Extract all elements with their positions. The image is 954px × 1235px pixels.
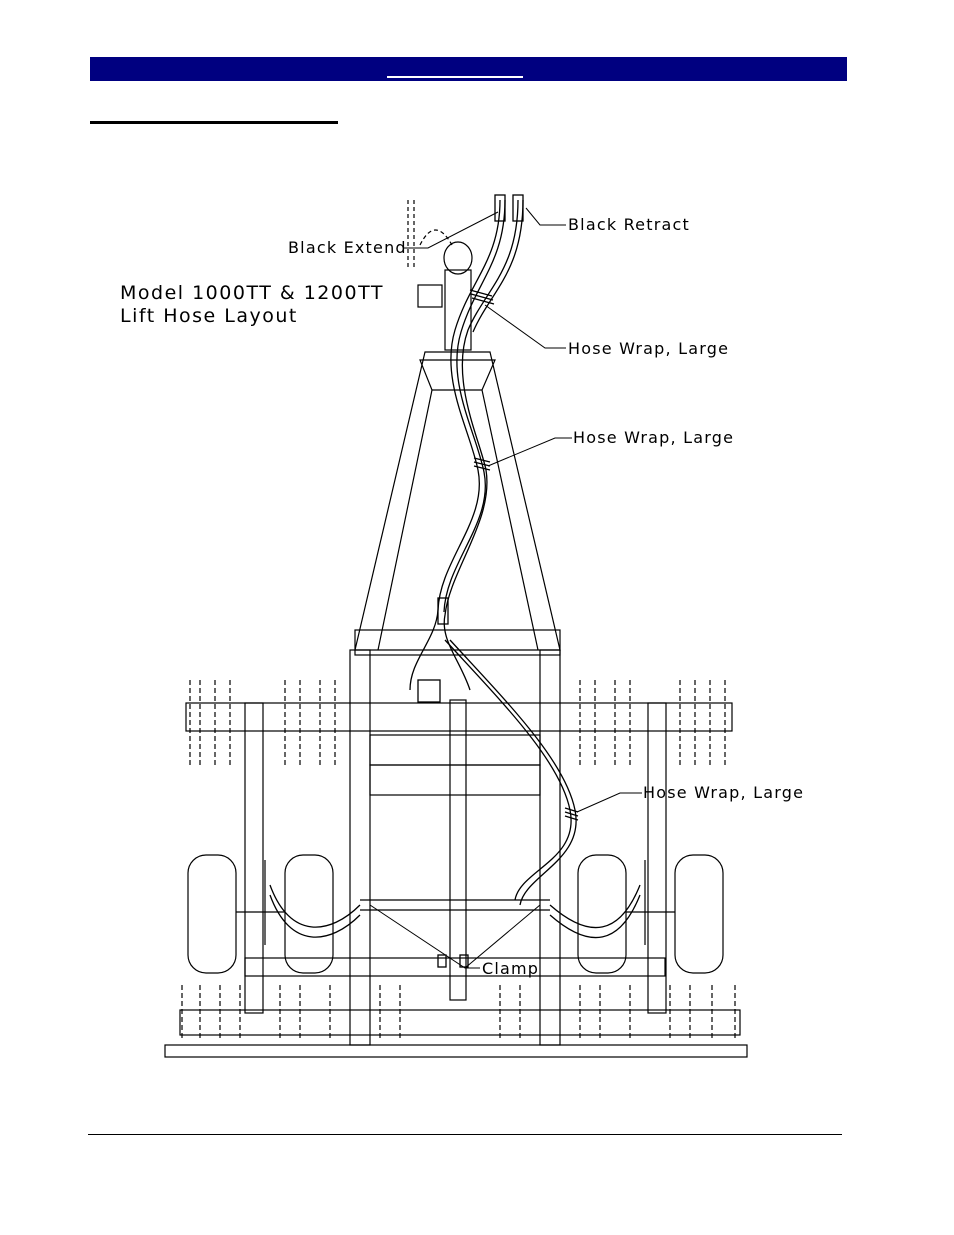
callout-clamp: Clamp <box>482 959 539 978</box>
callout-hose-wrap-1: Hose Wrap, Large <box>568 339 729 358</box>
base-frame <box>165 1045 747 1057</box>
callout-black-extend: Black Extend <box>288 238 407 257</box>
hose-right-run <box>445 640 571 900</box>
a-frame-hitch <box>355 352 560 650</box>
diagram-title-line2: Lift Hose Layout <box>120 305 298 327</box>
callout-hose-wrap-3: Hose Wrap, Large <box>643 783 804 802</box>
safety-chain <box>408 200 414 270</box>
wheel <box>188 855 236 973</box>
hose-left-curve <box>270 885 360 937</box>
front-toolbar <box>186 703 732 731</box>
valve-block <box>418 680 440 702</box>
clamp <box>438 955 446 967</box>
rear-toolbar <box>180 1010 740 1035</box>
diagram-title-line1: Model 1000TT & 1200TT <box>120 282 384 304</box>
callout-black-retract: Black Retract <box>568 215 690 234</box>
callout-hose-wrap-2: Hose Wrap, Large <box>573 428 734 447</box>
hitch-ring <box>444 242 472 274</box>
footer-rule <box>88 1134 842 1135</box>
